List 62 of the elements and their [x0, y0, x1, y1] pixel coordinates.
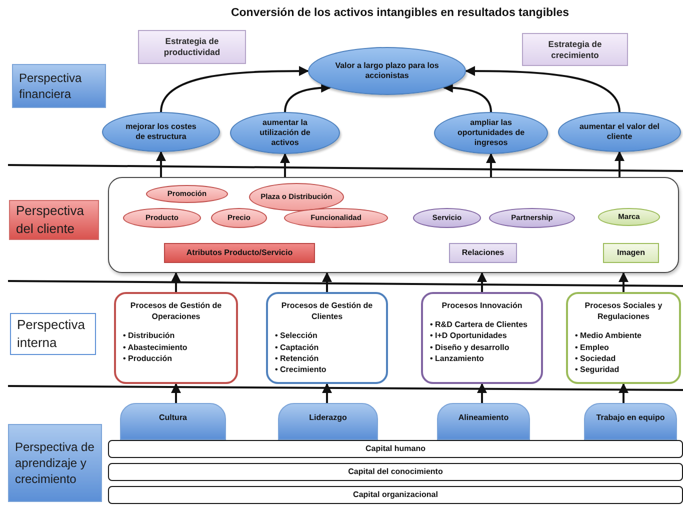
arrow: [322, 272, 332, 292]
process-title: Procesos de Gestión de Clientes: [280, 300, 374, 322]
customer-panel: [108, 177, 679, 273]
arrow: [486, 153, 496, 177]
list-item: • Empleo: [575, 342, 610, 353]
perspective-label: Perspectiva del cliente: [9, 200, 99, 240]
perspective-label: Perspectiva de aprendizaje y crecimiento: [8, 424, 102, 502]
list-item: • Crecimiento: [275, 364, 328, 376]
list-item: • Medio Ambiente: [575, 330, 643, 342]
capital-bar: Capital del conocimiento: [108, 463, 683, 481]
list-item: • Abastecimiento: [123, 342, 188, 353]
objective-ellipse: aumentar el valor del cliente: [558, 112, 681, 152]
arrow: [284, 82, 332, 112]
capital-bar: Capital organizacional: [108, 486, 683, 504]
perspective-label: Perspectiva financiera: [12, 64, 106, 108]
strategy-box: Estrategia de crecimiento: [522, 33, 628, 66]
objective-ellipse: ampliar las oportunidades de ingresos: [434, 112, 548, 154]
process-box: [421, 292, 543, 384]
process-title: Procesos de Gestión de Operaciones: [129, 300, 223, 322]
arrow: [618, 272, 628, 292]
list-item: • Diseño y desarrollo: [430, 342, 510, 353]
capability-pillar: Trabajo en equipo: [584, 403, 677, 440]
capability-pillar: Cultura: [120, 403, 226, 440]
list-item: • R&D Cartera de Clientes: [430, 319, 528, 330]
arrow: [614, 151, 624, 177]
arrow: [477, 272, 487, 292]
list-item: • Captación: [275, 342, 320, 353]
process-box: [566, 292, 681, 384]
strategy-box: Estrategia de productividad: [138, 30, 246, 64]
list-item: • Producción: [123, 352, 174, 364]
list-item: • Distribución: [123, 330, 176, 342]
objective-ellipse: Valor a largo plazo para los accionistas: [308, 47, 466, 95]
category-box: Imagen: [603, 243, 659, 263]
capability-pillar: Alineamiento: [437, 403, 530, 440]
list-item: • Retención: [275, 352, 320, 364]
process-box: [266, 292, 388, 384]
arrow: [171, 272, 181, 292]
process-title: Procesos Sociales y Regulaciones: [584, 300, 664, 322]
list-item: • Sociedad: [575, 352, 617, 364]
arrow: [477, 383, 487, 403]
diagram-title: Conversión de los activos intangibles en resultados tangibles: [230, 7, 570, 19]
arrow: [280, 153, 290, 177]
list-item: • I+D Oportunidades: [430, 330, 508, 342]
category-box: Atributos Producto/Servicio: [164, 243, 315, 263]
arrow: [442, 82, 492, 112]
arrow: [465, 66, 620, 112]
process-title: Procesos Innovación: [440, 300, 524, 312]
capability-pillar: Liderazgo: [278, 403, 378, 440]
arrow: [322, 383, 332, 403]
category-box: Relaciones: [449, 243, 517, 263]
arrow: [618, 383, 628, 403]
arrow: [160, 66, 309, 112]
list-item: • Selección: [275, 330, 318, 342]
process-box: [114, 292, 238, 384]
capital-bar: Capital humano: [108, 440, 683, 458]
objective-ellipse: mejorar los costes de estructura: [102, 112, 220, 152]
perspective-label: Perspectiva interna: [10, 313, 96, 355]
arrow: [156, 151, 166, 177]
list-item: • Seguridad: [575, 364, 620, 376]
list-item: • Lanzamiento: [430, 352, 485, 364]
arrow: [171, 383, 181, 403]
objective-ellipse: aumentar la utilización de activos: [230, 112, 340, 154]
